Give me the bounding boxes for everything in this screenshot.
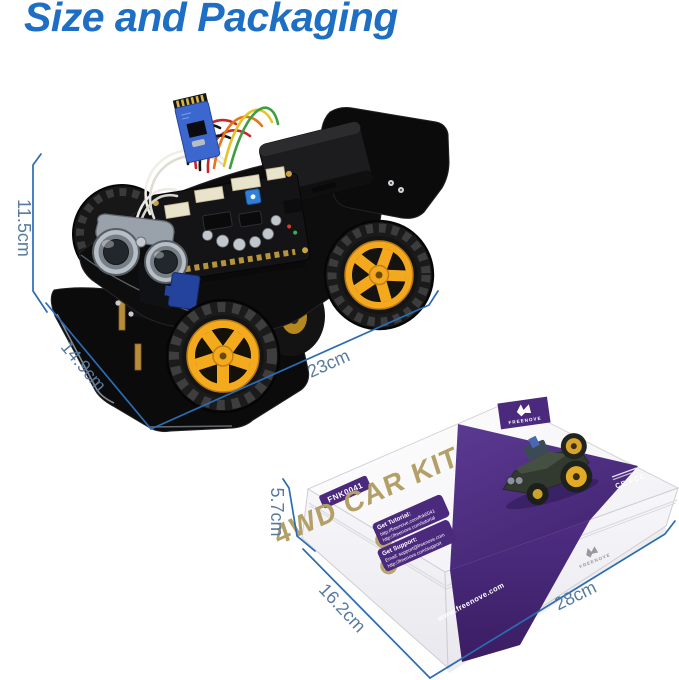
box-printed-car <box>502 433 599 510</box>
box-height-line <box>282 478 316 552</box>
robot-car <box>50 93 450 433</box>
box-depth-line <box>302 548 431 679</box>
car-height-label: 11.5cm <box>14 199 34 257</box>
controller-board <box>146 166 311 289</box>
brand-logo-square: FREENOVE <box>497 396 551 430</box>
box-width-line <box>429 520 676 679</box>
servo <box>164 272 201 310</box>
ultrasonic-sensor <box>92 213 201 310</box>
header-connectors <box>163 166 286 220</box>
crane-logo-icon <box>516 404 532 417</box>
brand-logo-text: FREENOVE <box>508 416 542 426</box>
brass-standoff <box>134 343 142 371</box>
car-width-label: 23cm <box>304 345 352 381</box>
car-height-line <box>32 153 48 313</box>
box-height-label: 5.7cm <box>267 487 287 536</box>
wheel-front-left <box>165 298 281 414</box>
wheel-rear-right <box>323 219 435 331</box>
sensor-eye-left <box>92 228 140 276</box>
product-box: FREENOVE FNK0041 4WD CAR KIT Get Tutoria… <box>270 396 679 674</box>
page-title: Size and Packaging <box>24 0 398 40</box>
box-band-front <box>450 520 590 662</box>
bluetooth-module <box>172 93 221 163</box>
capacitors <box>202 215 282 251</box>
car-depth-line <box>45 302 152 430</box>
car-width-line <box>150 290 439 430</box>
